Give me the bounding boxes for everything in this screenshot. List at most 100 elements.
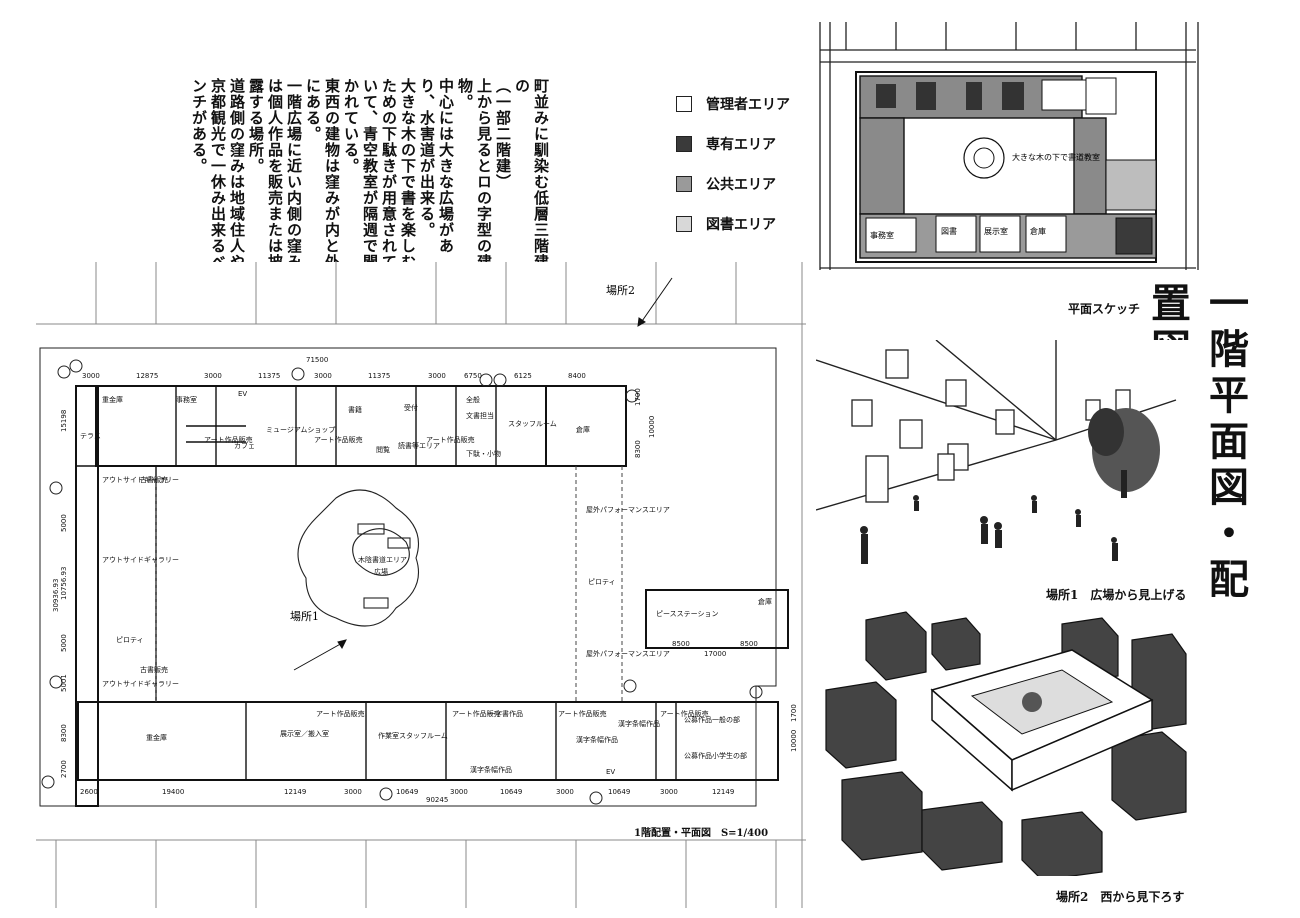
sketch-room-label: 倉庫 [1030,226,1046,236]
room-label: 漢字条幅作品 [576,735,618,744]
floor-plan-panel: 71500 3000 12875 3000 11375 3000 11375 3… [36,262,806,908]
desc-paragraph: 大きな木の下で書を楽しむための下駄きが用意されていて、青空教室が隔週で開かれてい… [342,78,417,270]
room-label: スタッフルーム [508,419,557,428]
point2-label: 場所2 [606,284,635,297]
view2-drawing [825,611,1187,881]
room-label: 漢字条幅作品 [618,719,660,728]
floor-plan: 71500 3000 12875 3000 11375 3000 11375 3… [36,262,806,908]
room-label: 作業室スタッフルーム [378,731,448,740]
annex-dim: 8500 [672,640,690,648]
dim-left: 5000 [60,634,68,652]
room-label: 倉庫 [758,597,772,606]
room-label: 広場 [374,567,388,576]
caption-view1: 場所1 広場から見上げる [1046,588,1187,602]
dim-top: 3000 [204,372,222,380]
legend-label: 公共エリア [706,177,776,193]
dim-top: 6125 [514,372,532,380]
dim-left: 5000 [60,514,68,532]
room-label: 読書等エリア [398,441,440,450]
dim-top: 3000 [82,372,100,380]
room-label: 展示室／搬入室 [280,729,329,738]
sketch-room-label: 図書 [941,226,957,236]
dim-bottom: 3000 [344,788,362,796]
dim-left: 2700 [60,760,68,778]
legend-label: 管理者エリア [706,97,790,113]
dim-total-left: 30936.93 [52,579,60,612]
dim-bottom: 3000 [450,788,468,796]
dim-right: 10000 [648,416,656,438]
legend-swatch [676,136,692,152]
room-label: アウトサイドギャラリー [102,556,179,564]
room-label: ミュージアムショップ [266,426,335,434]
room-label: 受付 [404,403,418,412]
dim-left: 10756.93 [60,567,68,600]
annex-dim: 8500 [740,640,758,648]
plan-sketch: 大きな木の下で書道教室 事務室 図書 展示室 倉庫 [819,22,1199,270]
dim-right: 8300 [634,440,642,458]
dim-total-top: 71500 [306,356,328,364]
dim-bottom: 10649 [608,788,630,796]
room-label: ピロティ [588,578,616,586]
legend-label: 図書エリア [706,217,776,233]
dim-bottom: 3000 [556,788,574,796]
room-label: ピースステーション [656,610,719,618]
room-label: 重金庫 [146,733,167,742]
desc-paragraph: （一部二階建） [494,78,512,190]
room-label: 重金庫 [102,395,123,404]
dim-bottom: 3000 [660,788,678,796]
annex-dim-right: 10000 [790,730,798,752]
desc-paragraph: 中心には大きな広場があり、水害道が出来る。 [418,78,455,254]
dim-left: 15198 [60,410,68,432]
room-label: 屋外パフォーマンスエリア [586,505,670,514]
room-label: 古書販売 [140,665,168,674]
dim-left: 8300 [60,724,68,742]
dim-top: 11375 [368,372,390,380]
sheet-title: 一階平面図・配置図 [1144,282,1249,604]
room-label: 古書販売 [140,475,168,484]
description-text: 町並みに馴染む低層三階建の （一部二階建） 上から見るとロの字型の建物。 中心に… [70,78,550,278]
room-label: 文書担当 [466,411,494,420]
legend-swatch [676,96,692,112]
dim-bottom: 10649 [396,788,418,796]
room-label: 屋外パフォーマンスエリア [586,649,670,658]
plan-sketch-panel: 大きな木の下で書道教室 事務室 図書 展示室 倉庫 [816,20,1200,278]
dim-top: 12875 [136,372,158,380]
room-label: EV [238,390,247,398]
dim-right: 1700 [634,388,642,406]
caption-view2: 場所2 西から見下ろす [1056,890,1185,904]
legend-swatch [676,216,692,232]
dim-top: 6750 [464,372,482,380]
dim-top: 3000 [314,372,332,380]
dim-bottom: 2600 [80,788,98,796]
room-label: アート作品販売 [452,709,501,718]
desc-paragraph: 東西の建物は窪みが内と外にある。 [304,78,341,270]
room-label: 一字書作品 [488,709,523,718]
room-label: アウトサイドギャラリー [102,476,179,484]
dim-bottom: 10649 [500,788,522,796]
legend: 管理者エリア 専有エリア 公共エリア 図書エリア [676,84,816,244]
view2-panel [822,610,1218,881]
legend-item-admin: 管理者エリア [676,84,816,124]
room-label: アート作品販売 [204,435,253,444]
room-label: EV [606,768,615,776]
sketch-room-label: 事務室 [870,230,894,240]
legend-item-private: 専有エリア [676,124,816,164]
annex-dim: 17000 [704,650,726,658]
room-label: アウトサイドギャラリー [102,680,179,688]
room-label: アート作品販売 [660,709,709,718]
room-label: アート作品販売 [426,435,475,444]
room-label: 公募作品小学生の部 [684,751,747,760]
caption-plan: 1階配置・平面図 S=1/400 [634,828,769,839]
room-label: 下駄・小物 [466,449,501,458]
dim-top: 11375 [258,372,280,380]
room-label: 木陰書道エリア [358,555,407,564]
point1-label: 場所1 [290,610,319,623]
annex-dim-right: 1700 [790,704,798,722]
room-label: 公募作品一般の部 [684,715,740,724]
legend-label: 専有エリア [706,137,776,153]
dim-top: 3000 [428,372,446,380]
dim-bottom: 12149 [712,788,734,796]
room-label: アート作品販売 [558,709,607,718]
dim-top: 8400 [568,372,586,380]
room-label: テラス [80,432,101,440]
